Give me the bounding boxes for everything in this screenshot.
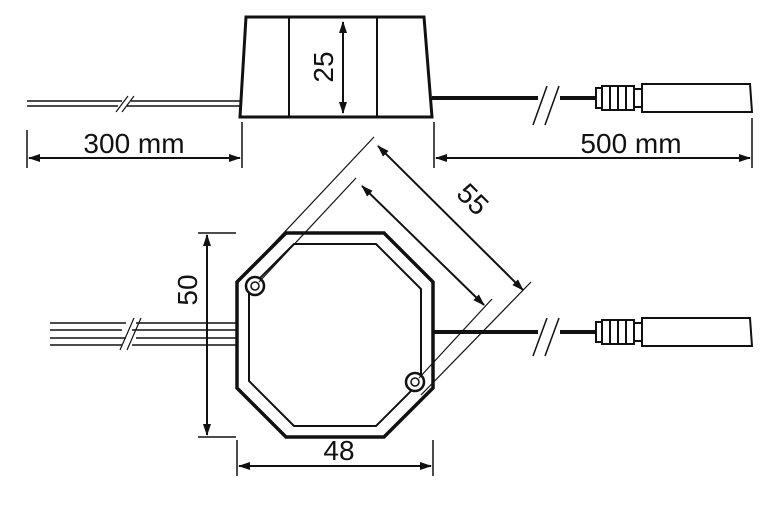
front-housing bbox=[235, 231, 435, 439]
side-dc-plug bbox=[595, 83, 754, 113]
front-left-wires bbox=[50, 317, 240, 351]
dim-48: 48 bbox=[236, 435, 434, 476]
front-right-cable bbox=[433, 317, 598, 357]
dim-300mm-label: 300 mm bbox=[83, 128, 184, 159]
dim-300mm: 300 mm bbox=[26, 122, 243, 168]
side-right-cable bbox=[432, 85, 598, 126]
dim-55-label: 55 bbox=[451, 177, 495, 221]
side-view: 25 300 mm bbox=[26, 15, 754, 168]
front-view: 50 48 55 bbox=[50, 136, 754, 476]
dim-500mm: 500 mm bbox=[433, 118, 753, 168]
front-dc-plug bbox=[595, 317, 754, 347]
dim-25: 25 bbox=[308, 21, 347, 114]
dim-50-label: 50 bbox=[172, 274, 203, 305]
side-housing bbox=[238, 15, 434, 119]
dim-25-label: 25 bbox=[308, 51, 339, 82]
dim-50: 50 bbox=[172, 232, 236, 438]
dim-500mm-label: 500 mm bbox=[580, 128, 681, 159]
dim-48-label: 48 bbox=[323, 435, 354, 466]
side-left-wires bbox=[27, 95, 242, 113]
